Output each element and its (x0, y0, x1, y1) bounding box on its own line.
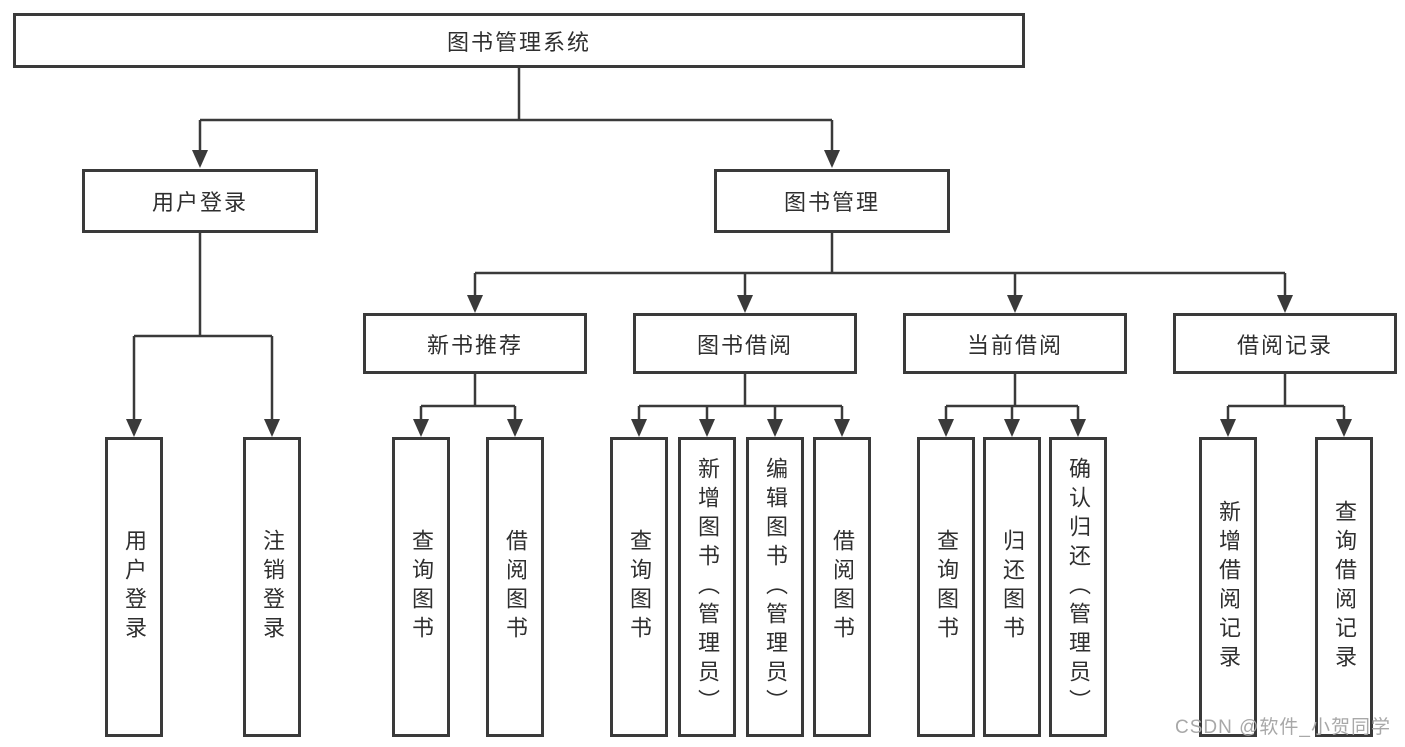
node-edit-book-admin: 编辑图书（管理员） (746, 437, 804, 737)
arrowhead (824, 150, 840, 168)
node-user-login: 用户登录 (105, 437, 163, 737)
node-book-borrowing: 图书借阅 (633, 313, 857, 374)
arrowhead (413, 419, 429, 437)
node-new-book-recommend: 新书推荐 (363, 313, 587, 374)
arrowhead (467, 295, 483, 313)
arrowhead (737, 295, 753, 313)
node-user-login-group: 用户登录 (82, 169, 318, 233)
arrowhead (1220, 419, 1236, 437)
arrowhead (507, 419, 523, 437)
arrowhead (1004, 419, 1020, 437)
node-add-book-admin: 新增图书（管理员） (678, 437, 736, 737)
node-query-borrow-record: 查询借阅记录 (1315, 437, 1373, 737)
arrowhead (264, 419, 280, 437)
node-query-books-current: 查询图书 (917, 437, 975, 737)
arrowhead (1336, 419, 1352, 437)
arrowhead (1007, 295, 1023, 313)
connector-book-borrow-branch (637, 374, 844, 419)
arrowhead (1277, 295, 1293, 313)
arrowhead (126, 419, 142, 437)
connector-user-login-branch (132, 233, 274, 419)
connector-root-branch (198, 68, 834, 150)
connector-book-management-branch (473, 233, 1287, 295)
arrowhead (767, 419, 783, 437)
node-return-books: 归还图书 (983, 437, 1041, 737)
node-book-management: 图书管理 (714, 169, 950, 233)
connector-arrowheads (126, 150, 1352, 437)
node-borrow-books-recommend: 借阅图书 (486, 437, 544, 737)
arrowhead (1070, 419, 1086, 437)
watermark: CSDN @软件_小贺同学 (1175, 717, 1391, 738)
arrowhead (631, 419, 647, 437)
node-borrow-books-borrowing: 借阅图书 (813, 437, 871, 737)
arrowhead (834, 419, 850, 437)
arrowhead (938, 419, 954, 437)
arrowhead (699, 419, 715, 437)
node-add-borrow-record: 新增借阅记录 (1199, 437, 1257, 737)
node-query-books-recommend: 查询图书 (392, 437, 450, 737)
node-confirm-return-admin: 确认归还（管理员） (1049, 437, 1107, 737)
node-borrowing-records: 借阅记录 (1173, 313, 1397, 374)
node-current-borrowing: 当前借阅 (903, 313, 1127, 374)
connector-new-book-branch (419, 374, 517, 419)
node-query-books-borrowing: 查询图书 (610, 437, 668, 737)
connector-records-branch (1226, 374, 1346, 419)
node-library-system: 图书管理系统 (13, 13, 1025, 68)
arrowhead (192, 150, 208, 168)
node-logout: 注销登录 (243, 437, 301, 737)
connector-current-borrow-branch (944, 374, 1080, 419)
